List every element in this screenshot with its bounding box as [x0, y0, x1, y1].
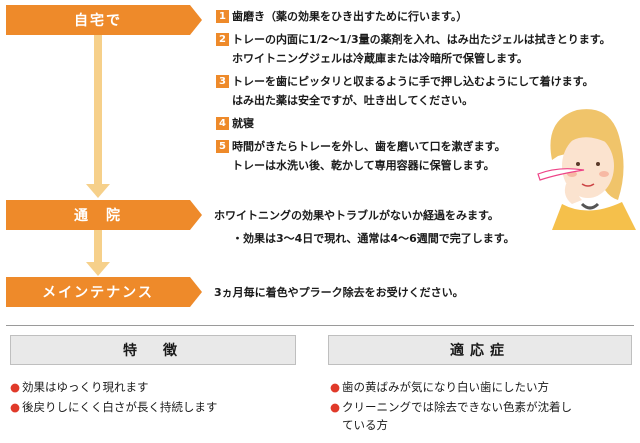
step-subtext: トレーは水洗い後、乾かして専用容器に保管します。 [232, 159, 495, 172]
feature-item: ●効果はゆっくり現れます [10, 380, 149, 394]
step-number: 2 [216, 33, 229, 46]
home-step-2: 2 トレーの内面に1/2～1/3量の薬剤を入れ、はみ出たジェルは拭きとります。 … [216, 30, 636, 68]
home-steps: 1 歯磨き（薬の効果をひき出すために行います。） 2 トレーの内面に1/2～1/… [216, 7, 636, 179]
step-text: 時間がきたらトレーを外し、歯を磨いて口を漱ぎます。 [232, 140, 506, 153]
home-step-1: 1 歯磨き（薬の効果をひき出すために行います。） [216, 7, 636, 26]
stage-home: 自宅で [6, 5, 202, 35]
bullet-icon: ● [330, 400, 341, 414]
clinic-text: ホワイトニングの効果やトラブルがないか経過をみます。 [214, 209, 499, 222]
clinic-subtext: ・効果は3～4日で現れ、通常は4～6週間で完了します。 [232, 232, 515, 245]
step-subtext: はみ出た薬は安全ですが、吐き出してください。 [232, 94, 474, 107]
features-heading: 特 徴 [10, 335, 296, 365]
step-number: 1 [216, 10, 229, 23]
flow-arrow-head-1 [86, 184, 110, 198]
divider [6, 325, 634, 326]
step-text: 歯磨き（薬の効果をひき出すために行います。） [232, 10, 468, 23]
stage-clinic: 通 院 [6, 200, 202, 230]
home-step-3: 3 トレーを歯にピッタリと収まるように手で押し込むようにして着けます。 はみ出た… [216, 72, 636, 110]
bullet-icon: ● [10, 380, 21, 394]
indication-item-continued: ている方 [342, 418, 388, 432]
home-step-5: 5 時間がきたらトレーを外し、歯を磨いて口を漱ぎます。 トレーは水洗い後、乾かし… [216, 137, 526, 175]
woman-illustration [537, 109, 636, 230]
home-step-4: 4 就寝 [216, 114, 636, 133]
flow-arrow-2 [94, 230, 102, 264]
maintenance-text: 3ヵ月毎に着色やプラーク除去をお受けください。 [214, 286, 464, 299]
step-text: トレーの内面に1/2～1/3量の薬剤を入れ、はみ出たジェルは拭きとります。 [232, 33, 611, 46]
stage-maintenance: メインテナンス [6, 277, 202, 307]
step-number: 3 [216, 75, 229, 88]
step-text: 就寝 [232, 117, 254, 130]
step-subtext: ホワイトニングジェルは冷蔵庫または冷暗所で保管します。 [232, 52, 528, 65]
flow-arrow-1 [94, 34, 102, 184]
bullet-icon: ● [10, 400, 21, 414]
step-number: 5 [216, 140, 229, 153]
flow-arrow-head-2 [86, 262, 110, 276]
bullet-icon: ● [330, 380, 341, 394]
step-number: 4 [216, 117, 229, 130]
indication-item: ●歯の黄ばみが気になり白い歯にしたい方 [330, 380, 550, 394]
indications-heading: 適応症 [328, 335, 632, 365]
indication-item: ●クリーニングでは除去できない色素が沈着し [330, 400, 573, 414]
step-text: トレーを歯にピッタリと収まるように手で押し込むようにして着けます。 [232, 75, 594, 88]
feature-item: ●後戻りしにくく白さが長く持続します [10, 400, 218, 414]
